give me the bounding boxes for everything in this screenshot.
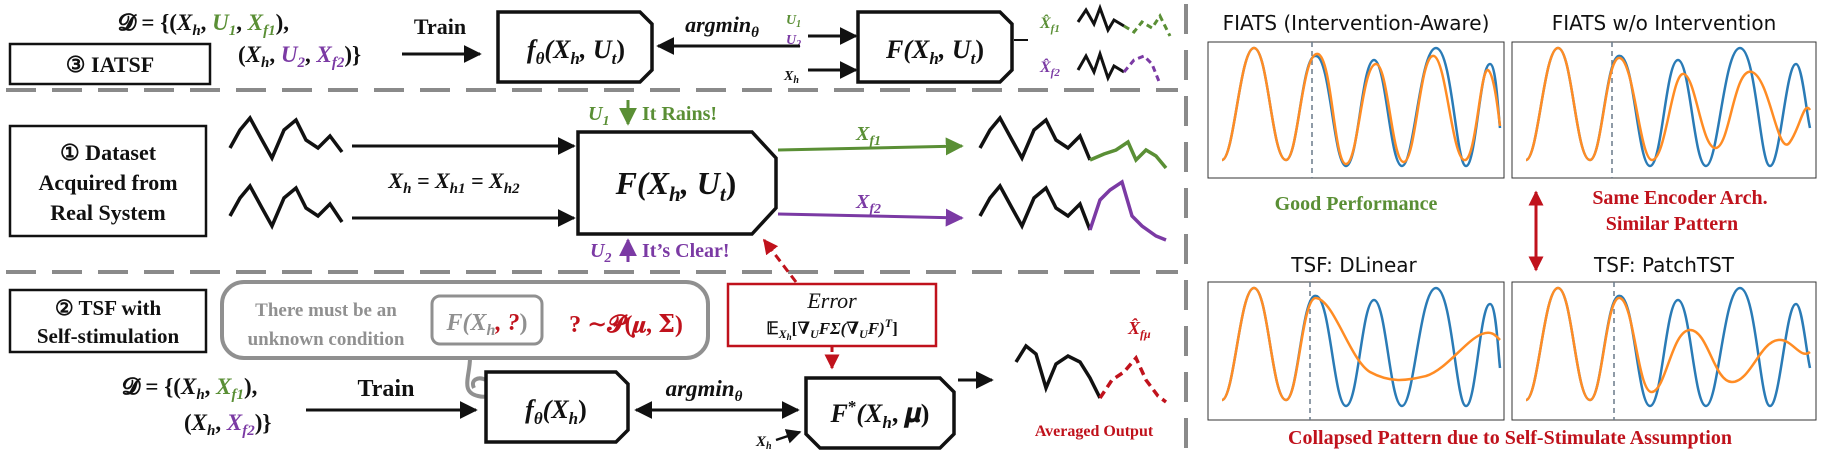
- iatsf-train-label: Train: [414, 14, 466, 39]
- iatsf-model-label: fθ(Xh, Ut): [527, 35, 625, 68]
- iatsf-label-box: [8, 42, 212, 86]
- dataset-series-top: [228, 114, 344, 162]
- panel-title-bottom-right: TSF: PatchTST: [1593, 253, 1735, 277]
- dataset-out-hist-2: [978, 182, 1092, 231]
- tsf-out-hist: [1014, 343, 1102, 399]
- dataset-out-pred-2: [1088, 179, 1167, 242]
- dataset-xf2: Xf2: [855, 191, 881, 217]
- tsf-hat-xfmu: X̂fμ: [1127, 318, 1151, 341]
- tsf-star-model-label: F*(Xh, 𝝁): [830, 397, 930, 432]
- tsf-dataset-line1: 𝓓 = {(Xh, Xf1),: [122, 374, 257, 403]
- dataset-section: ① Dataset Acquired from Real System Xh =…: [8, 100, 1168, 266]
- iatsf-pred-1: [1123, 13, 1172, 37]
- tsf-xh-arrow: [775, 429, 802, 444]
- iatsf-argmin-u1: U1: [786, 13, 801, 30]
- tsf-averaged-output: Averaged Output: [1035, 423, 1154, 440]
- dataset-label-line3: Real System: [50, 200, 165, 225]
- panel-bottom-left-pred: [1220, 286, 1501, 402]
- tsf-bubble-line1: There must be an: [255, 300, 397, 321]
- tsf-model-box: [484, 370, 630, 444]
- dataset-out-pred-1: [1089, 139, 1168, 170]
- panel-same-line1: Same Encoder Arch.: [1592, 187, 1767, 209]
- panel-top-left-pred: [1220, 46, 1502, 166]
- dataset-xf2-arrow: [777, 208, 964, 227]
- iatsf-xh-label: Xh: [783, 69, 799, 86]
- tsf-label-line1: ② TSF with: [55, 296, 162, 320]
- panel-title-top-left: FIATS (Intervention-Aware): [1223, 11, 1490, 35]
- tsf-prior: ? ∼𝓟(𝝁, 𝚺): [569, 312, 683, 338]
- tsf-label-box: [8, 288, 208, 354]
- tsf-bubble-model-box: [430, 294, 544, 346]
- panel-top-left: [1207, 41, 1505, 179]
- dataset-label-box: [8, 124, 208, 238]
- tsf-error-title: Error: [806, 288, 857, 313]
- iatsf-model-box: [496, 10, 654, 84]
- comparison-panels: FIATS (Intervention-Aware) FIATS w/o Int…: [1207, 11, 1817, 449]
- dataset-u1-label: U1: [588, 103, 609, 129]
- tsf-error-box: [726, 282, 938, 348]
- tsf-bubble-model: F(Xh, ?): [446, 310, 528, 339]
- iatsf-hat-xf1: X̂f1: [1039, 13, 1060, 35]
- tsf-error-up-arrow: [762, 238, 798, 283]
- iatsf-output-box: [856, 10, 1014, 84]
- dataset-label-line2: Acquired from: [38, 170, 177, 195]
- dataset-series-bottom: [228, 182, 344, 230]
- dataset-u2-label: U2: [590, 240, 611, 266]
- iatsf-pred-2: [1122, 54, 1162, 85]
- tsf-argmin-label: argminθ: [666, 376, 743, 405]
- dataset-xf1-arrow: [777, 137, 964, 156]
- tsf-star-model-box: [804, 376, 956, 450]
- tsf-bubble-line2: unknown condition: [248, 329, 405, 350]
- iatsf-dataset-line1: 𝓓 = {(Xh, U1, Xf1),: [118, 10, 289, 39]
- tsf-xh-label: Xh: [755, 434, 772, 452]
- panel-bottom-right-pred: [1524, 286, 1811, 402]
- panel-collapsed: Collapsed Pattern due to Self-Stimulate …: [1288, 427, 1732, 449]
- tsf-dataset-line2: (Xh, Xf2)}: [184, 410, 271, 439]
- panel-same-line2: Similar Pattern: [1606, 213, 1738, 235]
- iatsf-output-label: F(Xh, Ut): [885, 35, 984, 68]
- iatsf-label: ③ IATSF: [66, 52, 154, 77]
- tsf-train-label: Train: [358, 376, 415, 402]
- tsf-section: ② TSF with Self-stimulation There must b…: [8, 238, 1168, 452]
- tsf-label-line2: Self-stimulation: [37, 324, 180, 348]
- dataset-out-hist-1: [978, 114, 1092, 162]
- panel-top-right-pred: [1524, 46, 1812, 162]
- dataset-label-line1: ① Dataset: [60, 140, 157, 165]
- iatsf-hist-1: [1076, 3, 1125, 34]
- iatsf-hat-xf2: X̂f2: [1039, 57, 1060, 79]
- panel-good-performance: Good Performance: [1275, 193, 1438, 215]
- tsf-model-label: fθ(Xh): [525, 395, 587, 428]
- dataset-clear: It’s Clear!: [642, 240, 730, 262]
- dataset-system-box: [576, 130, 778, 236]
- tsf-error-formula: 𝔼Xh[∇UFΣ(∇UF)T]: [766, 316, 898, 342]
- panel-title-top-right: FIATS w/o Intervention: [1552, 11, 1777, 35]
- panel-title-bottom-left: TSF: DLinear: [1290, 253, 1417, 277]
- dataset-equation: Xh = Xh1 = Xh2: [387, 168, 520, 197]
- iatsf-section: ③ IATSF 𝓓 = {(Xh, U1, Xf1), (Xh, U2, Xf2…: [8, 3, 1172, 86]
- iatsf-hist-2: [1076, 49, 1125, 82]
- tsf-out-pred: [1098, 354, 1168, 404]
- iatsf-argmin-label: argminθ: [685, 12, 759, 41]
- dataset-system-label: F(Xh, Ut): [615, 165, 737, 206]
- iatsf-dataset-line2: (Xh, U2, Xf2)}: [238, 42, 361, 71]
- dataset-rains: It Rains!: [642, 103, 717, 125]
- dataset-xf1: Xf1: [855, 123, 881, 149]
